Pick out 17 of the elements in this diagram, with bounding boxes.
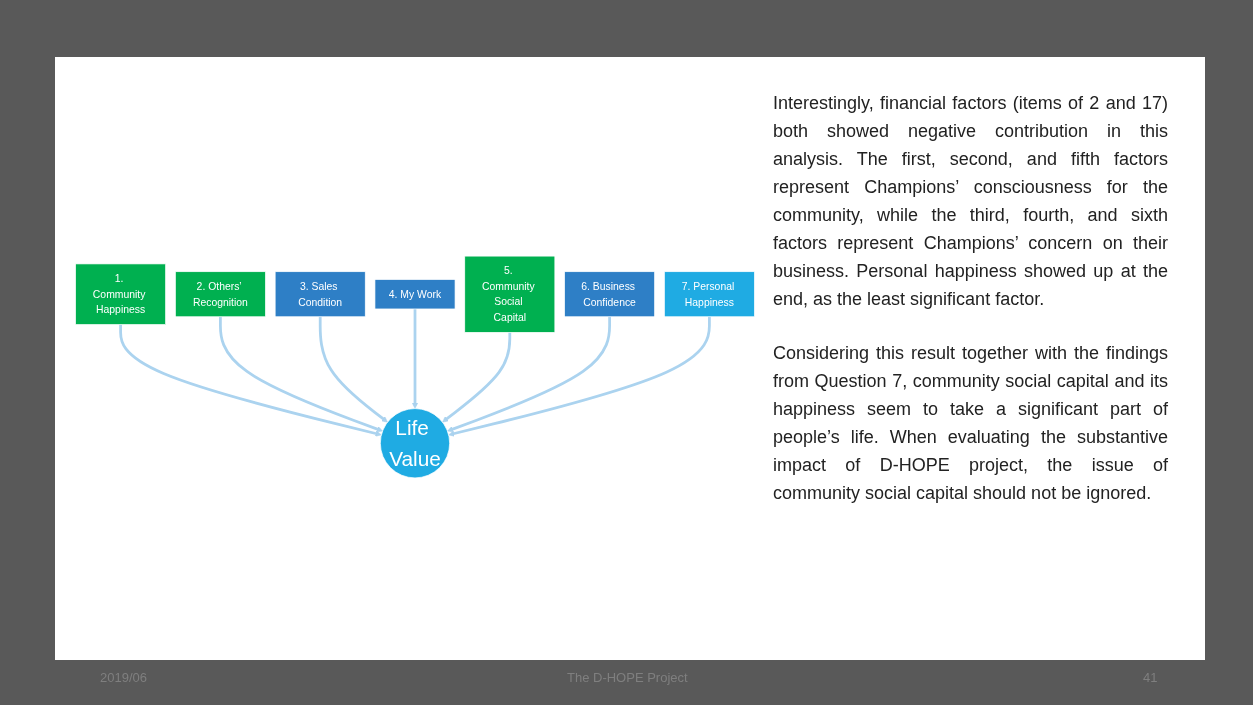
- node-box: 2. Others’ Recognition: [175, 271, 266, 318]
- node-box: 1. Community Happiness: [75, 263, 166, 325]
- arrow: [219, 316, 383, 433]
- arrow: [411, 308, 419, 409]
- node-box: 4. My Work: [374, 279, 456, 310]
- node-box: 7. Personal Happiness: [664, 271, 755, 318]
- node-box: 5. Community Social Capital: [464, 255, 556, 333]
- arrow: [442, 332, 512, 423]
- paragraph: Considering this result together with the findings from Question 7, community social capital and its happiness seem to take a significant part of people’s life. When evaluating the substantive impact of D-HOPE project, the issue of community social capital should not be ignored.: [773, 342, 1168, 505]
- node-box: 6. Business Confidence: [564, 271, 655, 318]
- arrow: [119, 324, 382, 437]
- node-circle: Life Value: [380, 408, 450, 479]
- arrow: [318, 316, 388, 423]
- node-box: 3. Sales Condition: [274, 271, 366, 318]
- paragraph: Interestingly, financial factors (items of 2 and 17) both showed negative contribution in this analysis. The first, second, and fifth factors represent Champions’ consciousness for the community, while the third, fourth, and sixth factors represent Champions’ concern on their business. Personal happiness showed up at the end, as the least significant factor.: [773, 92, 1168, 311]
- arrow: [448, 316, 711, 437]
- arrow: [447, 316, 611, 433]
